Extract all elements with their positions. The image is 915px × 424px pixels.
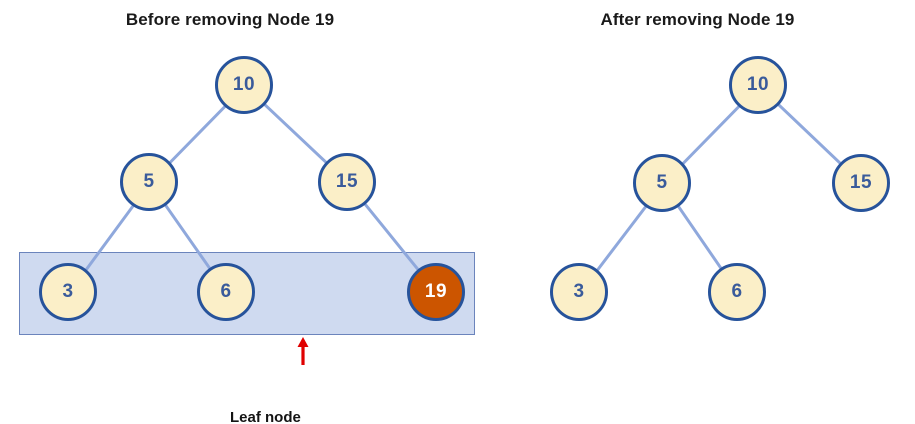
tree-node-label: 19 [424, 281, 448, 302]
tree-node-label: 10 [232, 74, 256, 95]
tree-edge [777, 103, 844, 167]
tree-node-after-10[interactable]: 10 [729, 56, 787, 114]
tree-node-before-5[interactable]: 5 [120, 153, 178, 211]
tree-node-label: 5 [143, 171, 155, 192]
tree-node-label: 10 [746, 74, 770, 95]
tree-edge [168, 104, 227, 165]
tree-node-before-15[interactable]: 15 [318, 153, 376, 211]
tree-edge [677, 205, 724, 272]
tree-edge [595, 204, 648, 273]
tree-node-label: 3 [573, 281, 585, 302]
leaf-node-arrow [297, 337, 309, 365]
tree-node-after-5[interactable]: 5 [633, 154, 691, 212]
tree-node-before-10[interactable]: 10 [215, 56, 273, 114]
tree-node-label: 15 [335, 171, 359, 192]
tree-node-label: 3 [62, 281, 74, 302]
tree-node-label: 6 [220, 281, 232, 302]
arrow-head [297, 337, 309, 347]
tree-edge [364, 203, 421, 273]
tree-node-label: 15 [849, 172, 873, 193]
tree-node-before-3[interactable]: 3 [39, 263, 97, 321]
caption-line-1: Leaf node [230, 409, 301, 424]
tree-node-label: 5 [656, 172, 668, 193]
tree-node-before-19[interactable]: 19 [407, 263, 465, 321]
tree-node-after-15[interactable]: 15 [832, 154, 890, 212]
tree-node-after-3[interactable]: 3 [550, 263, 608, 321]
panel-title-before: Before removing Node 19 [125, 10, 335, 29]
tree-node-before-6[interactable]: 6 [197, 263, 255, 321]
tree-edge [164, 204, 213, 272]
panel-title-after: After removing Node 19 [600, 10, 795, 29]
leaf-node-caption: Leaf node (Terminal Node) [230, 368, 343, 424]
tree-edge [84, 204, 135, 272]
tree-edge [263, 103, 330, 166]
tree-node-after-6[interactable]: 6 [708, 263, 766, 321]
tree-edge [681, 104, 741, 166]
tree-node-label: 6 [731, 281, 743, 302]
edge-lines [84, 103, 844, 273]
